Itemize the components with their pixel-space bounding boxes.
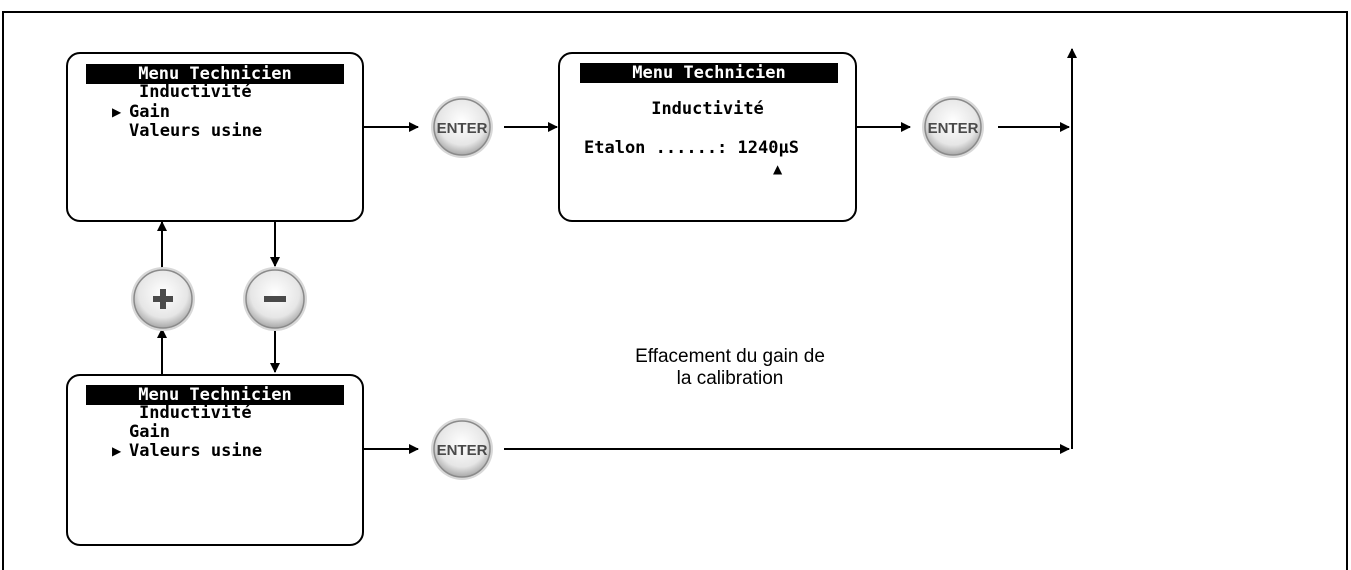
- screen-title: Menu Technicien: [86, 385, 344, 405]
- menu-item-inductivite: Inductivité: [139, 403, 252, 423]
- screen-title: Menu Technicien: [86, 64, 344, 84]
- enter-label: ENTER: [928, 120, 979, 137]
- menu-item-inductivite: Inductivité: [139, 82, 252, 102]
- minus-icon: [264, 296, 286, 302]
- caption-effacement: Effacement du gain de la calibration: [590, 346, 870, 390]
- screen-title: Menu Technicien: [580, 63, 838, 83]
- menu-item-valeurs-usine: Valeurs usine: [129, 441, 263, 461]
- lcd-screen-menu-factory: Menu Technicien Inductivité Gain ▶ Valeu…: [66, 374, 364, 546]
- plus-button[interactable]: [126, 266, 200, 332]
- enter-label: ENTER: [437, 442, 488, 459]
- enter-button[interactable]: ENTER: [417, 95, 507, 159]
- minus-button[interactable]: [238, 266, 312, 332]
- etalon-value-line: Etalon ......: 1240µS: [584, 138, 799, 158]
- caption-line-1: Effacement du gain de: [635, 346, 825, 367]
- caption-line-2: la calibration: [676, 368, 784, 389]
- menu-item-valeurs-usine: Valeurs usine: [129, 121, 263, 141]
- selection-marker: ▶: [112, 105, 122, 119]
- selection-marker: ▶: [112, 444, 122, 458]
- cursor-marker: ▲: [773, 162, 783, 176]
- plus-icon: [153, 289, 173, 309]
- etalon-heading: Inductivité: [651, 99, 764, 119]
- enter-button[interactable]: ENTER: [908, 95, 998, 159]
- lcd-screen-etalon: Menu Technicien Inductivité Etalon .....…: [558, 52, 857, 222]
- menu-item-gain: Gain: [129, 422, 170, 442]
- lcd-screen-menu-gain: Menu Technicien Inductivité ▶ Gain Valeu…: [66, 52, 364, 222]
- enter-button[interactable]: ENTER: [417, 417, 507, 481]
- enter-label: ENTER: [437, 120, 488, 137]
- diagram-frame: [2, 11, 1348, 570]
- menu-item-gain: Gain: [129, 102, 170, 122]
